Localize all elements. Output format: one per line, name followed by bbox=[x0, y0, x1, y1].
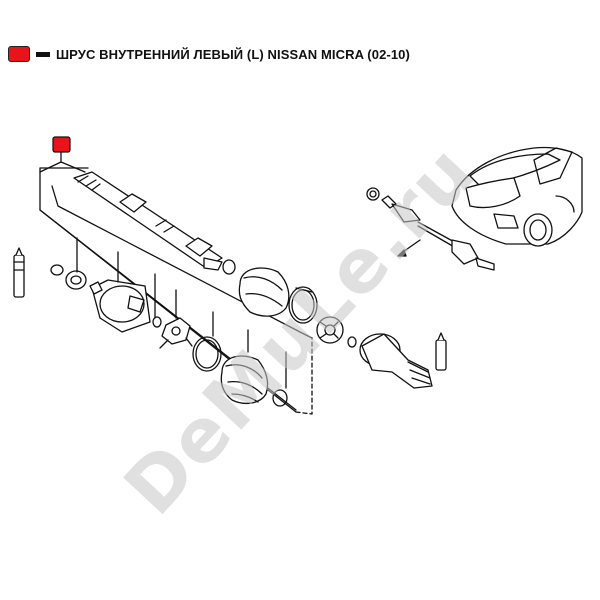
circlip-left bbox=[50, 264, 64, 276]
joint-housing-outer bbox=[359, 333, 433, 389]
guide-lines bbox=[76, 237, 287, 389]
legend-highlight-swatch bbox=[8, 46, 30, 62]
boot-clamp-large-left-inner bbox=[195, 339, 219, 369]
drive-shaft bbox=[73, 171, 223, 271]
joint-housing-inner bbox=[89, 279, 151, 333]
cv-boot-outer bbox=[238, 267, 290, 317]
header: ШРУС ВНУТРЕННИЙ ЛЕВЫЙ (L) NISSAN MICRA (… bbox=[8, 42, 410, 66]
grease-tube-right bbox=[435, 332, 447, 371]
assembled-axle-inset bbox=[366, 187, 495, 271]
boot-clamp-large-right-inner bbox=[291, 289, 315, 321]
grease-tube-left bbox=[13, 247, 25, 298]
boot-clamp-small-right bbox=[222, 259, 236, 275]
legend-dash bbox=[36, 51, 50, 57]
tripod-spider bbox=[159, 317, 193, 349]
callout-highlight-marker bbox=[52, 136, 71, 153]
ball-cage bbox=[316, 316, 344, 344]
page-title: ШРУС ВНУТРЕННИЙ ЛЕВЫЙ (L) NISSAN MICRA (… bbox=[56, 46, 410, 62]
boot-clamp-large-right bbox=[288, 286, 318, 324]
dust-seal bbox=[65, 270, 87, 290]
boot-clamp-large-left bbox=[192, 336, 222, 372]
boot-clamp-small-left bbox=[272, 389, 288, 407]
circlip-right bbox=[347, 336, 357, 348]
cv-boot-inner bbox=[220, 355, 269, 405]
vehicle-front-illustration bbox=[451, 146, 583, 247]
snap-ring-small bbox=[152, 316, 162, 328]
